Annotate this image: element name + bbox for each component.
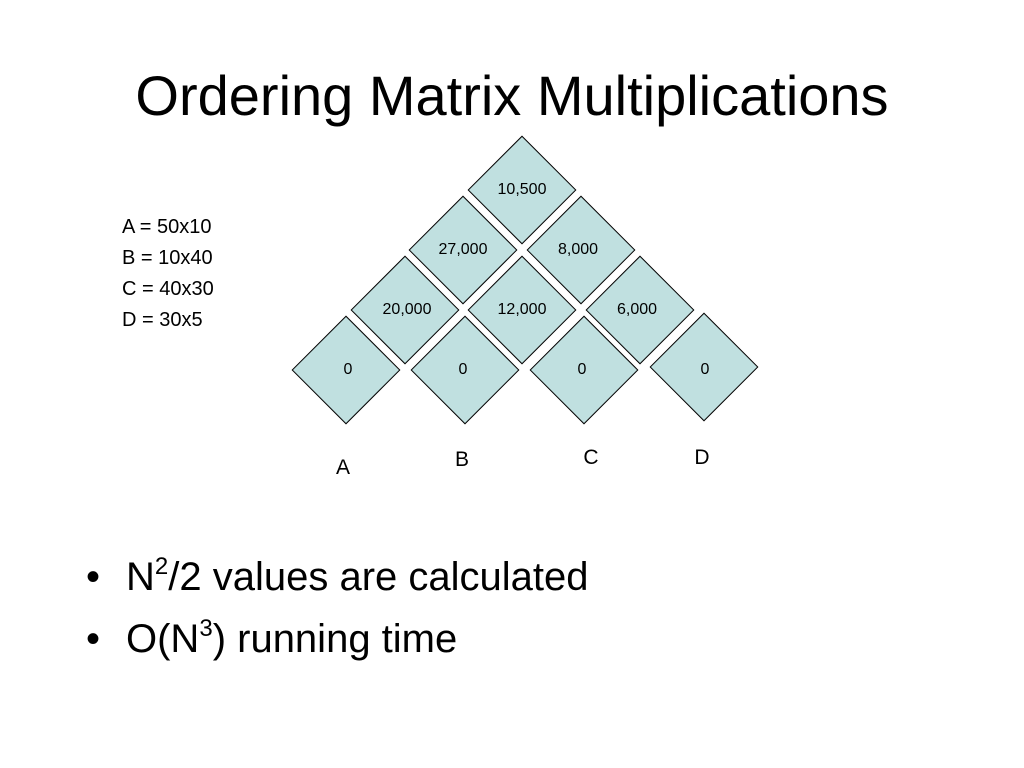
- cell-1-1-value: 8,000: [558, 241, 598, 258]
- bullet-symbol: •: [86, 617, 101, 661]
- bullet-list: • N2/2 values are calculated • O(N3) run…: [86, 546, 589, 670]
- cell-values: 10,500 27,000 8,000 20,000 12,000 6,000 …: [344, 181, 710, 378]
- column-label-c: C: [583, 446, 598, 469]
- bullet-superscript: 3: [199, 615, 213, 642]
- column-label-d: D: [694, 446, 709, 469]
- bullet-superscript: 2: [154, 553, 169, 580]
- cell-3-2-value: 0: [578, 361, 587, 378]
- cell-2-0-shape: [350, 255, 460, 365]
- dimension-c: C = 40x30: [122, 278, 214, 300]
- cell-3-3-value: 0: [701, 361, 710, 378]
- bullet-running-time: • O(N3) running time: [86, 608, 589, 670]
- cell-3-0-shape: [291, 315, 401, 425]
- bullet-values-calculated: • N2/2 values are calculated: [86, 546, 589, 608]
- column-labels: A B C D: [336, 446, 710, 479]
- slide-title: Ordering Matrix Multiplications: [135, 64, 889, 127]
- bullet-text-start: O(N: [126, 617, 200, 661]
- cell-3-3-shape: [649, 312, 759, 422]
- bullet-text-end: /2 values are calculated: [168, 555, 589, 599]
- cell-2-2-shape: [585, 255, 695, 365]
- cell-2-2-value: 6,000: [617, 301, 657, 318]
- cell-0-0-shape: [467, 135, 577, 245]
- cell-shapes: [291, 135, 759, 425]
- cell-0-0-value: 10,500: [498, 181, 547, 198]
- cell-1-0-value: 27,000: [439, 241, 488, 258]
- dimension-b: B = 10x40: [122, 247, 213, 269]
- cell-2-1-value: 12,000: [498, 301, 547, 318]
- cell-2-0-value: 20,000: [383, 301, 432, 318]
- bullet-text-start: N: [126, 555, 155, 599]
- dimension-a: A = 50x10: [122, 216, 212, 238]
- cell-2-1-shape: [467, 255, 577, 365]
- column-label-a: A: [336, 456, 350, 479]
- bullet-text-end: ) running time: [212, 617, 458, 661]
- dimension-d: D = 30x5: [122, 309, 203, 331]
- matrix-dimensions-list: A = 50x10 B = 10x40 C = 40x30 D = 30x5: [122, 212, 214, 336]
- bullet-symbol: •: [86, 555, 101, 599]
- cell-3-0-value: 0: [344, 361, 353, 378]
- cell-3-1-shape: [410, 315, 520, 425]
- cell-1-0-shape: [408, 195, 518, 305]
- column-label-b: B: [455, 448, 469, 471]
- cell-3-2-shape: [529, 315, 639, 425]
- cell-1-1-shape: [526, 195, 636, 305]
- cell-3-1-value: 0: [459, 361, 468, 378]
